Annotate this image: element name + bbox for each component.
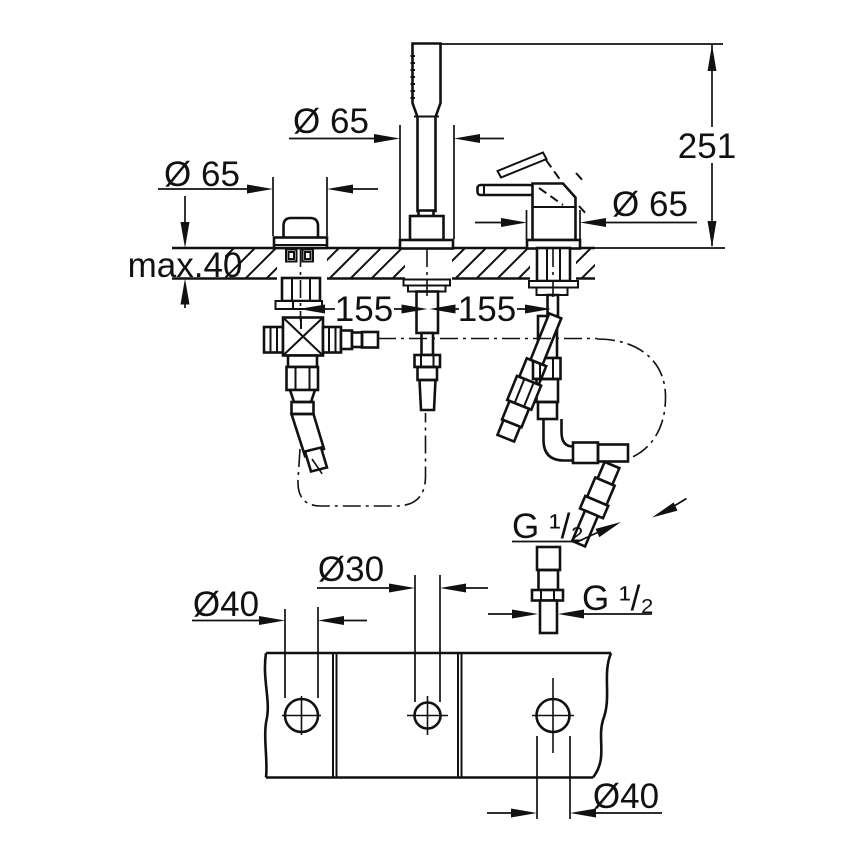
- dim-deck-thickness-label: max.40: [128, 246, 243, 285]
- hand-shower: [398, 42, 455, 250]
- mixer: [476, 151, 589, 250]
- hose-loop-right: [596, 338, 667, 460]
- dim-hole-middle-label: Ø30: [318, 550, 384, 589]
- mixer-lever-raised-dashes: [538, 159, 589, 217]
- deck-seams: [332, 653, 463, 778]
- dim-spacing-left-label: 155: [335, 290, 393, 329]
- threaded-shank: [415, 290, 440, 335]
- shower-holder: [408, 214, 445, 242]
- dim-thread-lower-label: G ¹/₂: [582, 579, 654, 618]
- left-hose-braid: [289, 412, 326, 458]
- hose-end-fitting: [570, 460, 622, 549]
- dim-shower-dia-label: Ø 65: [293, 102, 369, 141]
- centerlines: [297, 249, 667, 507]
- valve-knob: [282, 216, 320, 240]
- deck-section: [172, 246, 725, 280]
- break-line-left: [263, 652, 270, 778]
- shower-escutcheon: [398, 238, 455, 250]
- shower-hose-underside: [402, 278, 451, 412]
- tee-knurl: [360, 330, 380, 349]
- left-valve: [272, 216, 329, 250]
- dim-thread-upper-label: G ¹/₂: [512, 507, 584, 546]
- left-hose-tip: [303, 445, 329, 474]
- dim-mixer-dia-label: Ø 65: [612, 185, 688, 224]
- plan-hose-end: [530, 545, 565, 635]
- side-view-dimensions: 251 Ø 65 Ø 65 Ø 65 max.40 155 155: [128, 43, 736, 546]
- plan-view-dimensions: Ø40 Ø30 G ¹/₂ Ø40: [192, 550, 662, 819]
- hose-elbow: [542, 419, 574, 462]
- plan-view: Ø40 Ø30 G ¹/₂ Ø40: [192, 545, 662, 819]
- side-view: 251 Ø 65 Ø 65 Ø 65 max.40 155 155: [128, 42, 736, 549]
- hose-loop-left: [297, 413, 427, 507]
- mixer-lever-raised: [496, 151, 548, 179]
- mixer-lever: [476, 183, 535, 197]
- dim-hole-right-label: Ø40: [593, 777, 659, 816]
- dim-height-label: 251: [678, 127, 736, 166]
- hole-crosshairs: [282, 678, 574, 753]
- dim-hole-left-label: Ø40: [193, 585, 259, 624]
- dim-left-valve-dia-label: Ø 65: [164, 155, 240, 194]
- dim-spacing-right-label: 155: [458, 290, 516, 329]
- left-valve-underside: [262, 248, 380, 474]
- valve-escutcheon: [272, 236, 329, 250]
- spray-ticks: [410, 55, 415, 99]
- break-line-right: [591, 652, 613, 779]
- mixer-body: [531, 182, 577, 242]
